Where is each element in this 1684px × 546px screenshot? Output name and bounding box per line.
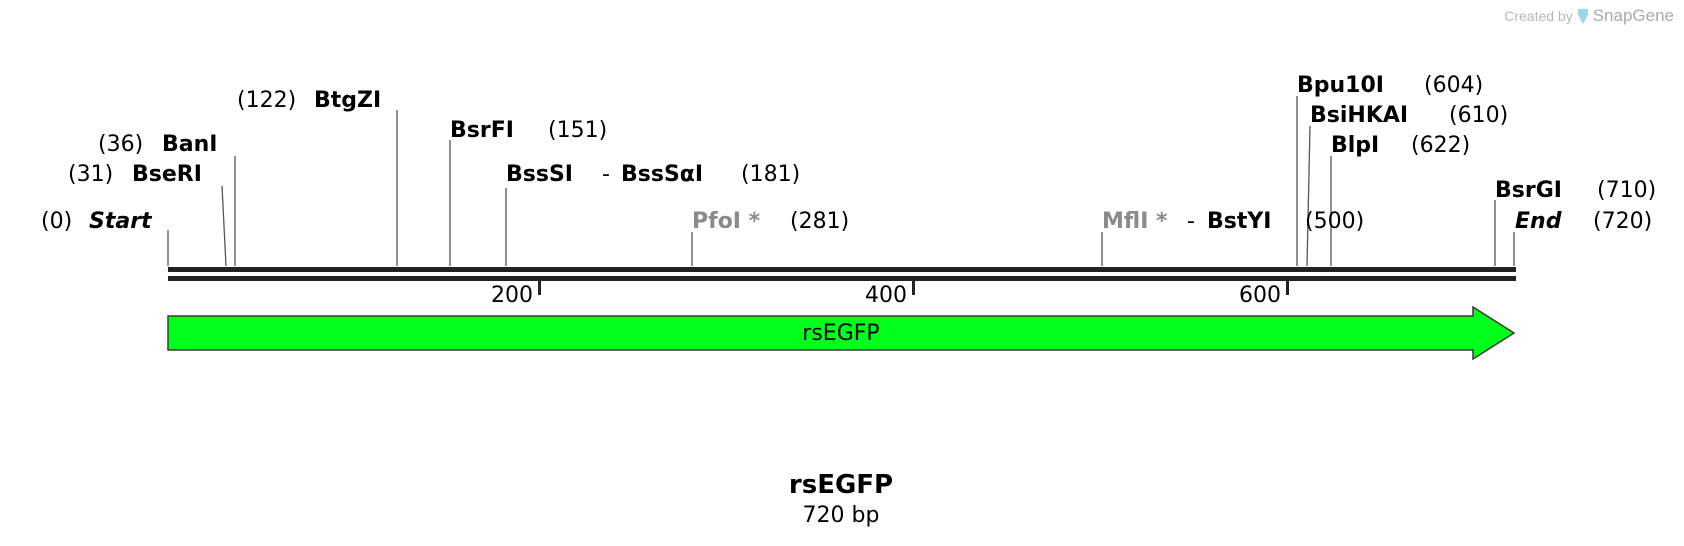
- ruler-tick-400: [912, 281, 915, 295]
- site-name: BsrFI: [450, 118, 514, 143]
- site-pos: (610): [1449, 103, 1508, 128]
- site-name: BssSI: [506, 162, 573, 187]
- backbone-strand-top: [168, 267, 1516, 272]
- feature-label-rsegfp: rsEGFP: [802, 321, 879, 346]
- site-name: PfoI *: [692, 209, 761, 234]
- feature-arrow-rsegfp[interactable]: [167, 305, 1516, 361]
- ruler-tick-200: [538, 281, 541, 295]
- site-label-end[interactable]: End (720): [1515, 209, 1652, 234]
- site-separator: -: [602, 162, 610, 187]
- site-pos: (181): [741, 162, 800, 187]
- ruler-label-600: 600: [1239, 283, 1281, 308]
- ruler-label-200: 200: [491, 283, 533, 308]
- site-label-bseri[interactable]: (31) BseRI: [68, 162, 202, 187]
- site-label-bsrfi[interactable]: BsrFI (151): [450, 118, 607, 143]
- site-pos: (31): [68, 162, 113, 187]
- site-name: BsiHKAI: [1310, 103, 1408, 128]
- site-label-mfli[interactable]: MflI * - BstYI (500): [1102, 209, 1364, 234]
- site-pos: (500): [1305, 209, 1364, 234]
- ruler-tick-600: [1286, 281, 1289, 295]
- site-label-pfoi[interactable]: PfoI * (281): [692, 209, 849, 234]
- site-pos: (710): [1597, 178, 1656, 203]
- watermark-brand: SnapGene: [1592, 6, 1674, 25]
- ruler-label-400: 400: [865, 283, 907, 308]
- site-name: BanI: [162, 132, 217, 157]
- site-name: BseRI: [132, 162, 202, 187]
- site-name: BtgZI: [314, 88, 381, 113]
- snapgene-logo-icon: [1577, 9, 1588, 24]
- site-pos: (720): [1593, 209, 1652, 234]
- sequence-length: 720 bp: [803, 503, 880, 528]
- site-separator: -: [1187, 209, 1195, 234]
- site-name: Start: [89, 209, 153, 234]
- site-pos: (36): [98, 132, 143, 157]
- site-pos: (604): [1424, 73, 1483, 98]
- site-label-bsrgi[interactable]: BsrGI (710): [1495, 178, 1656, 203]
- site-label-bpu10i[interactable]: Bpu10I (604): [1297, 73, 1483, 98]
- site-label-bsssi[interactable]: BssSI - BssSαI (181): [506, 162, 800, 187]
- site-name: MflI *: [1102, 209, 1168, 234]
- site-pos: (281): [790, 209, 849, 234]
- site-name: Bpu10I: [1297, 73, 1384, 98]
- site-label-blpi[interactable]: BlpI (622): [1331, 133, 1470, 158]
- site-pos: (622): [1411, 133, 1470, 158]
- site-name: End: [1515, 209, 1562, 234]
- site-name-2: BssSαI: [621, 162, 703, 187]
- site-name: BsrGI: [1495, 178, 1562, 203]
- site-label-start[interactable]: (0) Start: [41, 209, 153, 234]
- site-label-bani[interactable]: (36) BanI: [98, 132, 217, 157]
- site-name-2: BstYI: [1207, 209, 1272, 234]
- site-line-bsihkai: [1306, 125, 1311, 267]
- site-pos: (151): [548, 118, 607, 143]
- ruler: 200 400 600: [491, 281, 1289, 308]
- backbone-strand-bottom: [168, 276, 1516, 281]
- site-label-btgzi[interactable]: (122) BtgZI: [237, 88, 381, 113]
- site-name: BlpI: [1331, 133, 1379, 158]
- site-pos: (122): [237, 88, 296, 113]
- sequence-title: rsEGFP: [789, 470, 893, 500]
- site-label-bsihkai[interactable]: BsiHKAI (610): [1310, 103, 1508, 128]
- site-line-bseri: [221, 185, 227, 267]
- site-lines: [167, 96, 1515, 267]
- snapgene-watermark: Created by SnapGene: [1504, 6, 1674, 26]
- watermark-created-by: Created by: [1504, 8, 1573, 24]
- site-pos: (0): [41, 209, 72, 234]
